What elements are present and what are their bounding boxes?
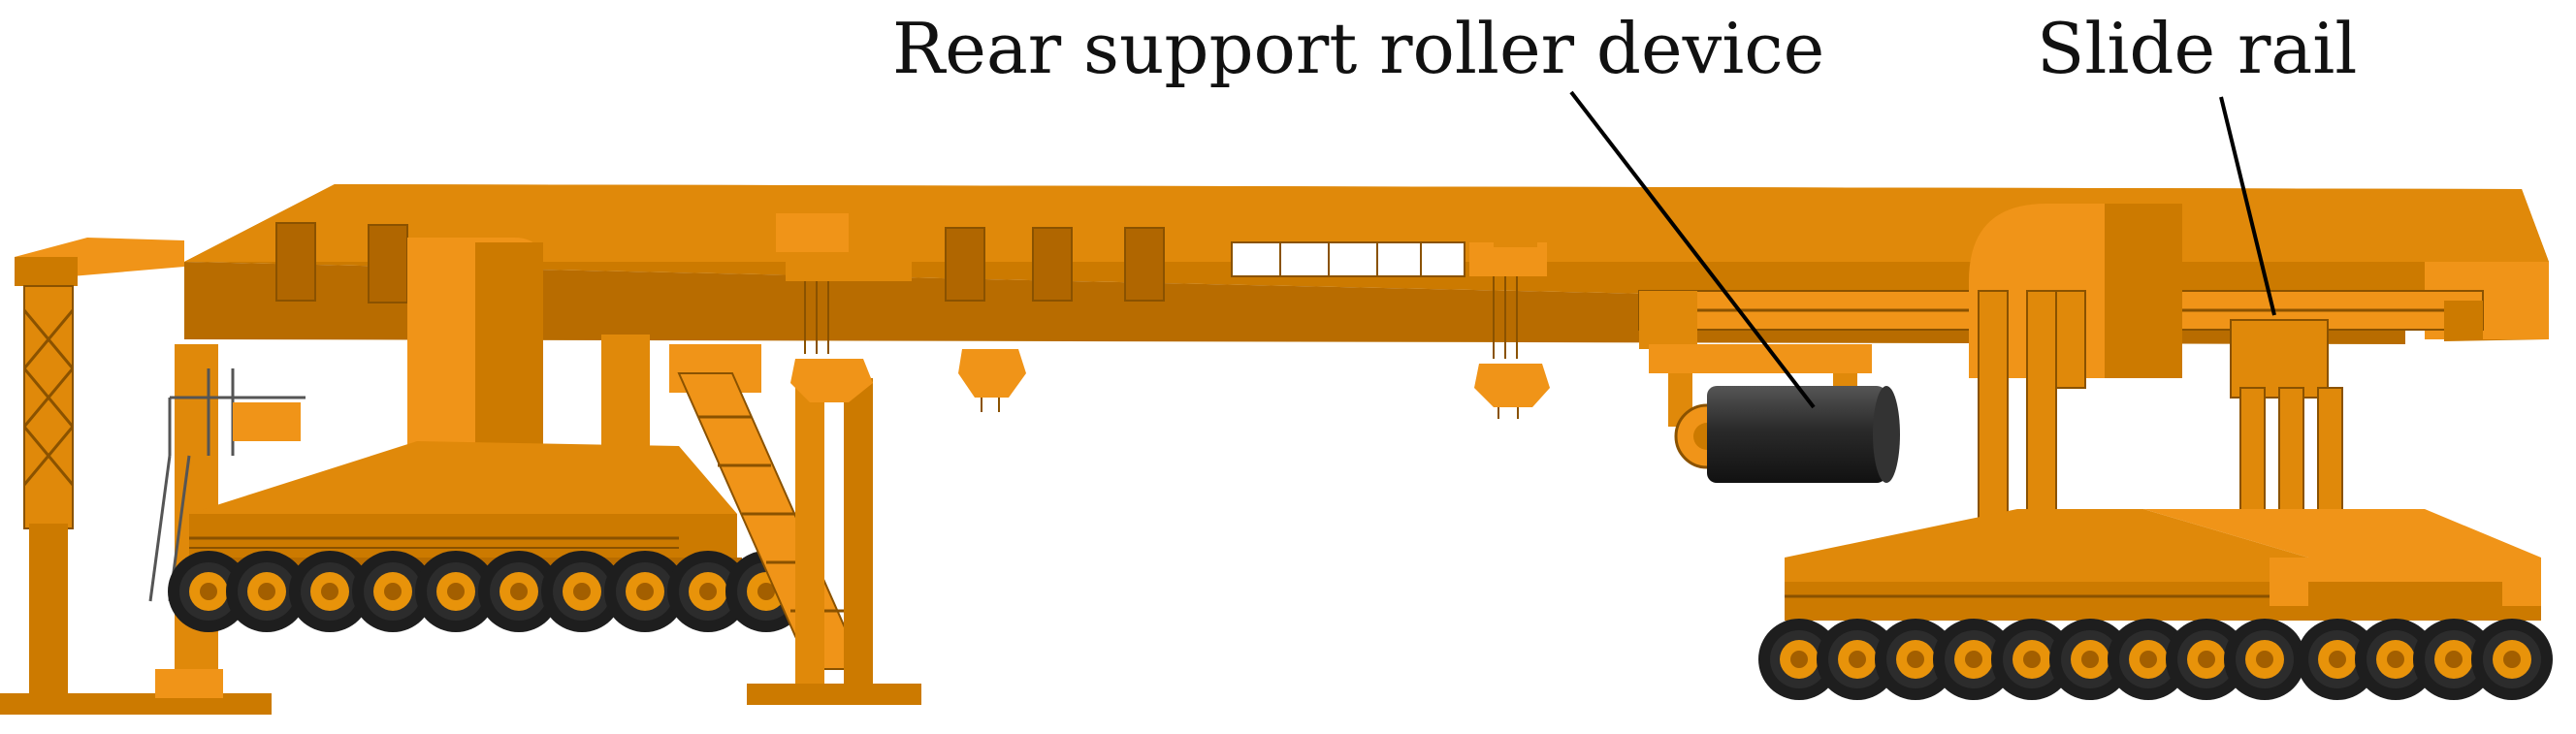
right-wheel-row <box>1758 619 2553 700</box>
slide-rail-label: Slide rail <box>2037 8 2357 89</box>
center-leg <box>669 213 921 705</box>
rear-support-roller-leader <box>1569 90 1816 409</box>
right-column <box>1969 204 2343 572</box>
rear-support-roller-label: Rear support roller device <box>892 8 1824 89</box>
rear-support-roller-device <box>1649 344 1900 483</box>
roller-drum <box>1707 386 1886 483</box>
right-carrier <box>1758 509 2553 700</box>
slide-rail-leader <box>2219 96 2276 316</box>
hanging-pulleys <box>958 218 1550 419</box>
left-carrier <box>148 238 807 632</box>
